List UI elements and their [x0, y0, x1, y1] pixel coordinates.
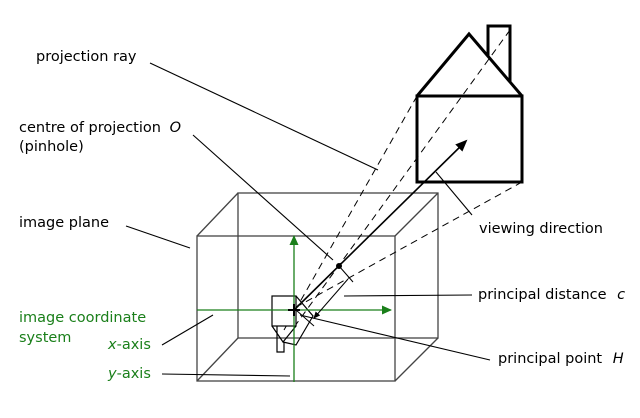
image-coordinate-system-label-line2: system — [19, 330, 71, 346]
principal-point-symbol: H — [613, 351, 624, 367]
x-axis-suffix: -axis — [117, 337, 151, 353]
house-object — [415, 24, 524, 184]
principal-point-leader — [299, 314, 491, 361]
principal-distance-dimension — [295, 265, 354, 327]
image-coordinate-system-label: image coordinate — [19, 310, 146, 326]
image-plane-leader — [125, 225, 191, 249]
image-plane-label: image plane — [19, 215, 109, 231]
centre-of-projection-text: centre of projection — [19, 120, 161, 136]
y-axis-label: y-axis — [107, 366, 151, 382]
projection-ray-label: projection ray — [36, 49, 137, 65]
y-axis-symbol: y — [107, 366, 117, 382]
leader-lines — [125, 62, 491, 377]
principal-distance-symbol: c — [617, 287, 625, 303]
viewing-direction-leader — [435, 171, 473, 216]
centre-of-projection-symbol: O — [170, 120, 181, 136]
principal-distance-text: principal distance — [478, 287, 607, 303]
y-axis-leader — [161, 373, 291, 377]
centre-of-projection-leader — [192, 134, 334, 261]
projection-rays — [283, 29, 523, 331]
viewing-direction-arrow — [293, 139, 468, 311]
x-axis-symbol: x — [107, 337, 117, 353]
principal-distance-leader — [343, 294, 473, 297]
principal-distance-label: principal distance c — [478, 287, 625, 303]
x-axis-label: x-axis — [107, 337, 151, 353]
principal-point-text: principal point — [498, 351, 602, 367]
x-axis-leader — [161, 314, 214, 346]
projection-ray-leader — [149, 62, 379, 171]
principal-point-label: principal point H — [498, 351, 624, 367]
pinhole-label: (pinhole) — [19, 139, 84, 155]
image-on-plane — [271, 295, 314, 353]
y-axis-suffix: -axis — [117, 366, 151, 382]
viewing-direction-label: viewing direction — [479, 221, 603, 237]
centre-of-projection-label: centre of projection O — [19, 120, 181, 136]
